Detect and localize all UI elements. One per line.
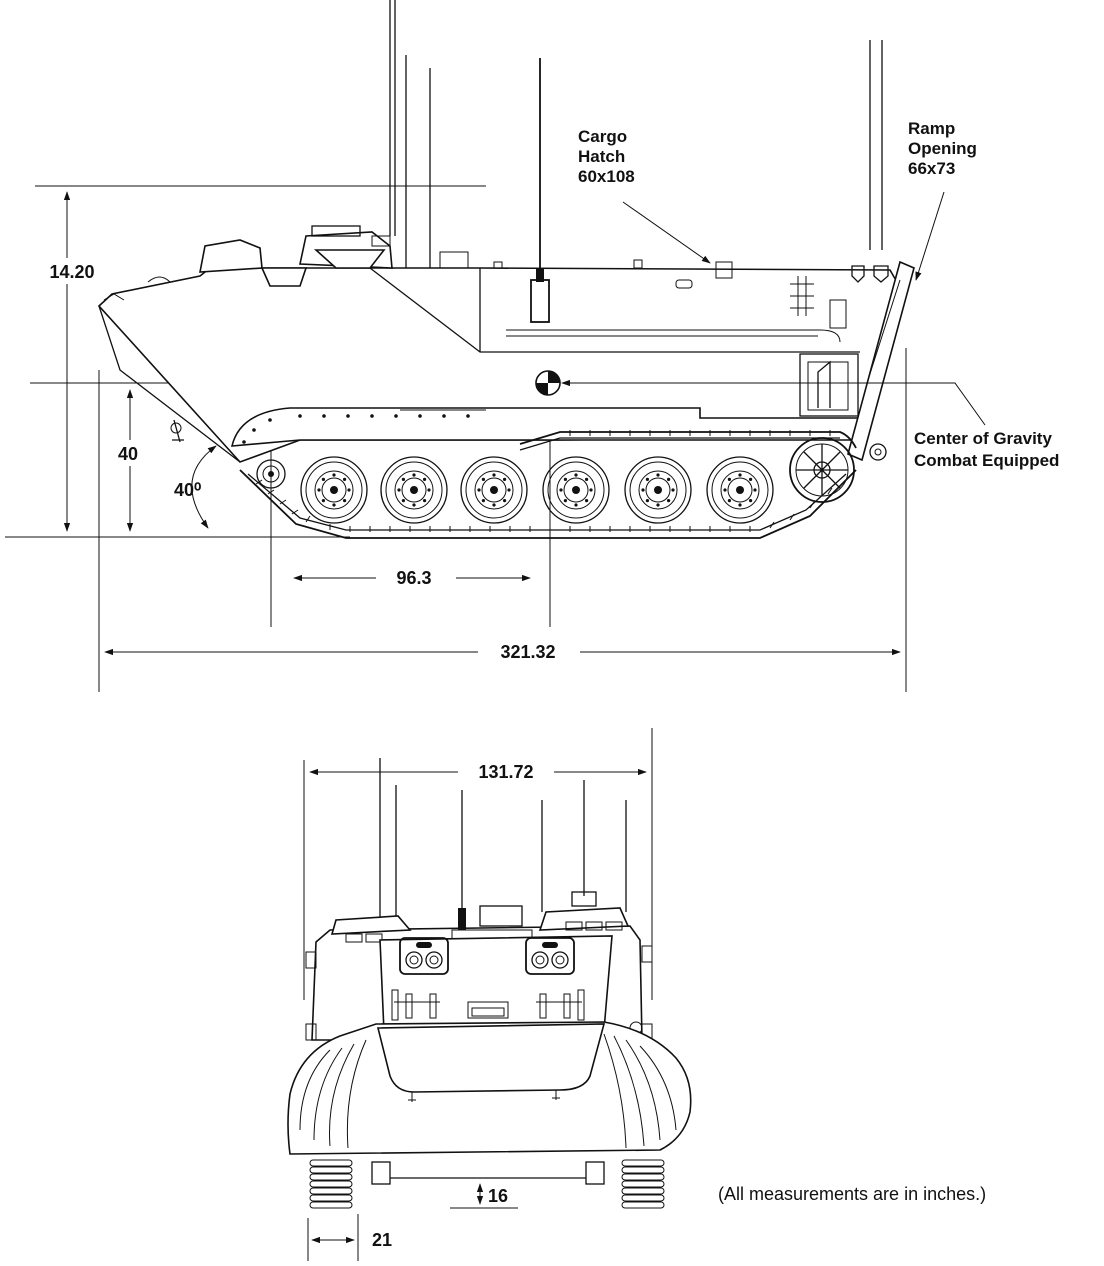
front-track-right [621,1159,665,1209]
hull-ladder [790,276,847,329]
road-wheel [380,456,448,524]
cg-leader-line [561,379,986,426]
track [239,430,887,539]
front-view: 131.72 16 21 (All measurements are in in… [287,728,986,1261]
hull [97,225,915,463]
approach-angle-arc [191,445,217,529]
antennas [389,0,883,268]
center-of-gravity-symbol [535,370,561,396]
front-headlamp-left [399,937,449,975]
idler-wheel [256,459,286,489]
ramp-opening-label: Ramp Opening 66x73 [908,119,977,178]
cargo-hatch-leader [622,201,711,264]
width-dimension: 131.72 [478,762,533,782]
front-headlamp-right [525,937,575,975]
svg-text:Center of Gravity: Center of Gravity [914,429,1052,448]
svg-text:66x73: 66x73 [908,159,955,178]
ground-clearance-dimension: 16 [488,1186,508,1206]
svg-text:Ramp: Ramp [908,119,955,138]
side-view: 14.20 40 40⁰ 96.3 321.32 Cargo Hatch 60x… [5,0,1059,692]
center-of-gravity-label: Center of Gravity Combat Equipped [914,429,1059,470]
road-wheel [300,456,368,524]
svg-text:Hatch: Hatch [578,147,625,166]
approach-angle: 40⁰ [174,480,201,500]
ramp-opening-leader [915,191,945,281]
front-tow-bars [391,989,585,1021]
svg-text:Combat Equipped: Combat Equipped [914,451,1059,470]
track-width-dimension: 21 [372,1230,392,1250]
cg-height-dimension: 40 [118,444,138,464]
cg-offset-dimension: 96.3 [396,568,431,588]
drive-sprocket [789,437,855,503]
units-note: (All measurements are in inches.) [718,1184,986,1204]
height-dimension: 14.20 [49,262,94,282]
road-wheel [542,456,610,524]
front-track-left [309,1159,353,1209]
svg-text:Opening: Opening [908,139,977,158]
svg-text:Cargo: Cargo [578,127,627,146]
road-wheel [460,456,528,524]
svg-text:60x108: 60x108 [578,167,635,186]
road-wheel [706,456,774,524]
road-wheel [624,456,692,524]
front-antennas [379,758,627,918]
cargo-hatch-label: Cargo Hatch 60x108 [578,127,635,186]
length-dimension: 321.32 [500,642,555,662]
